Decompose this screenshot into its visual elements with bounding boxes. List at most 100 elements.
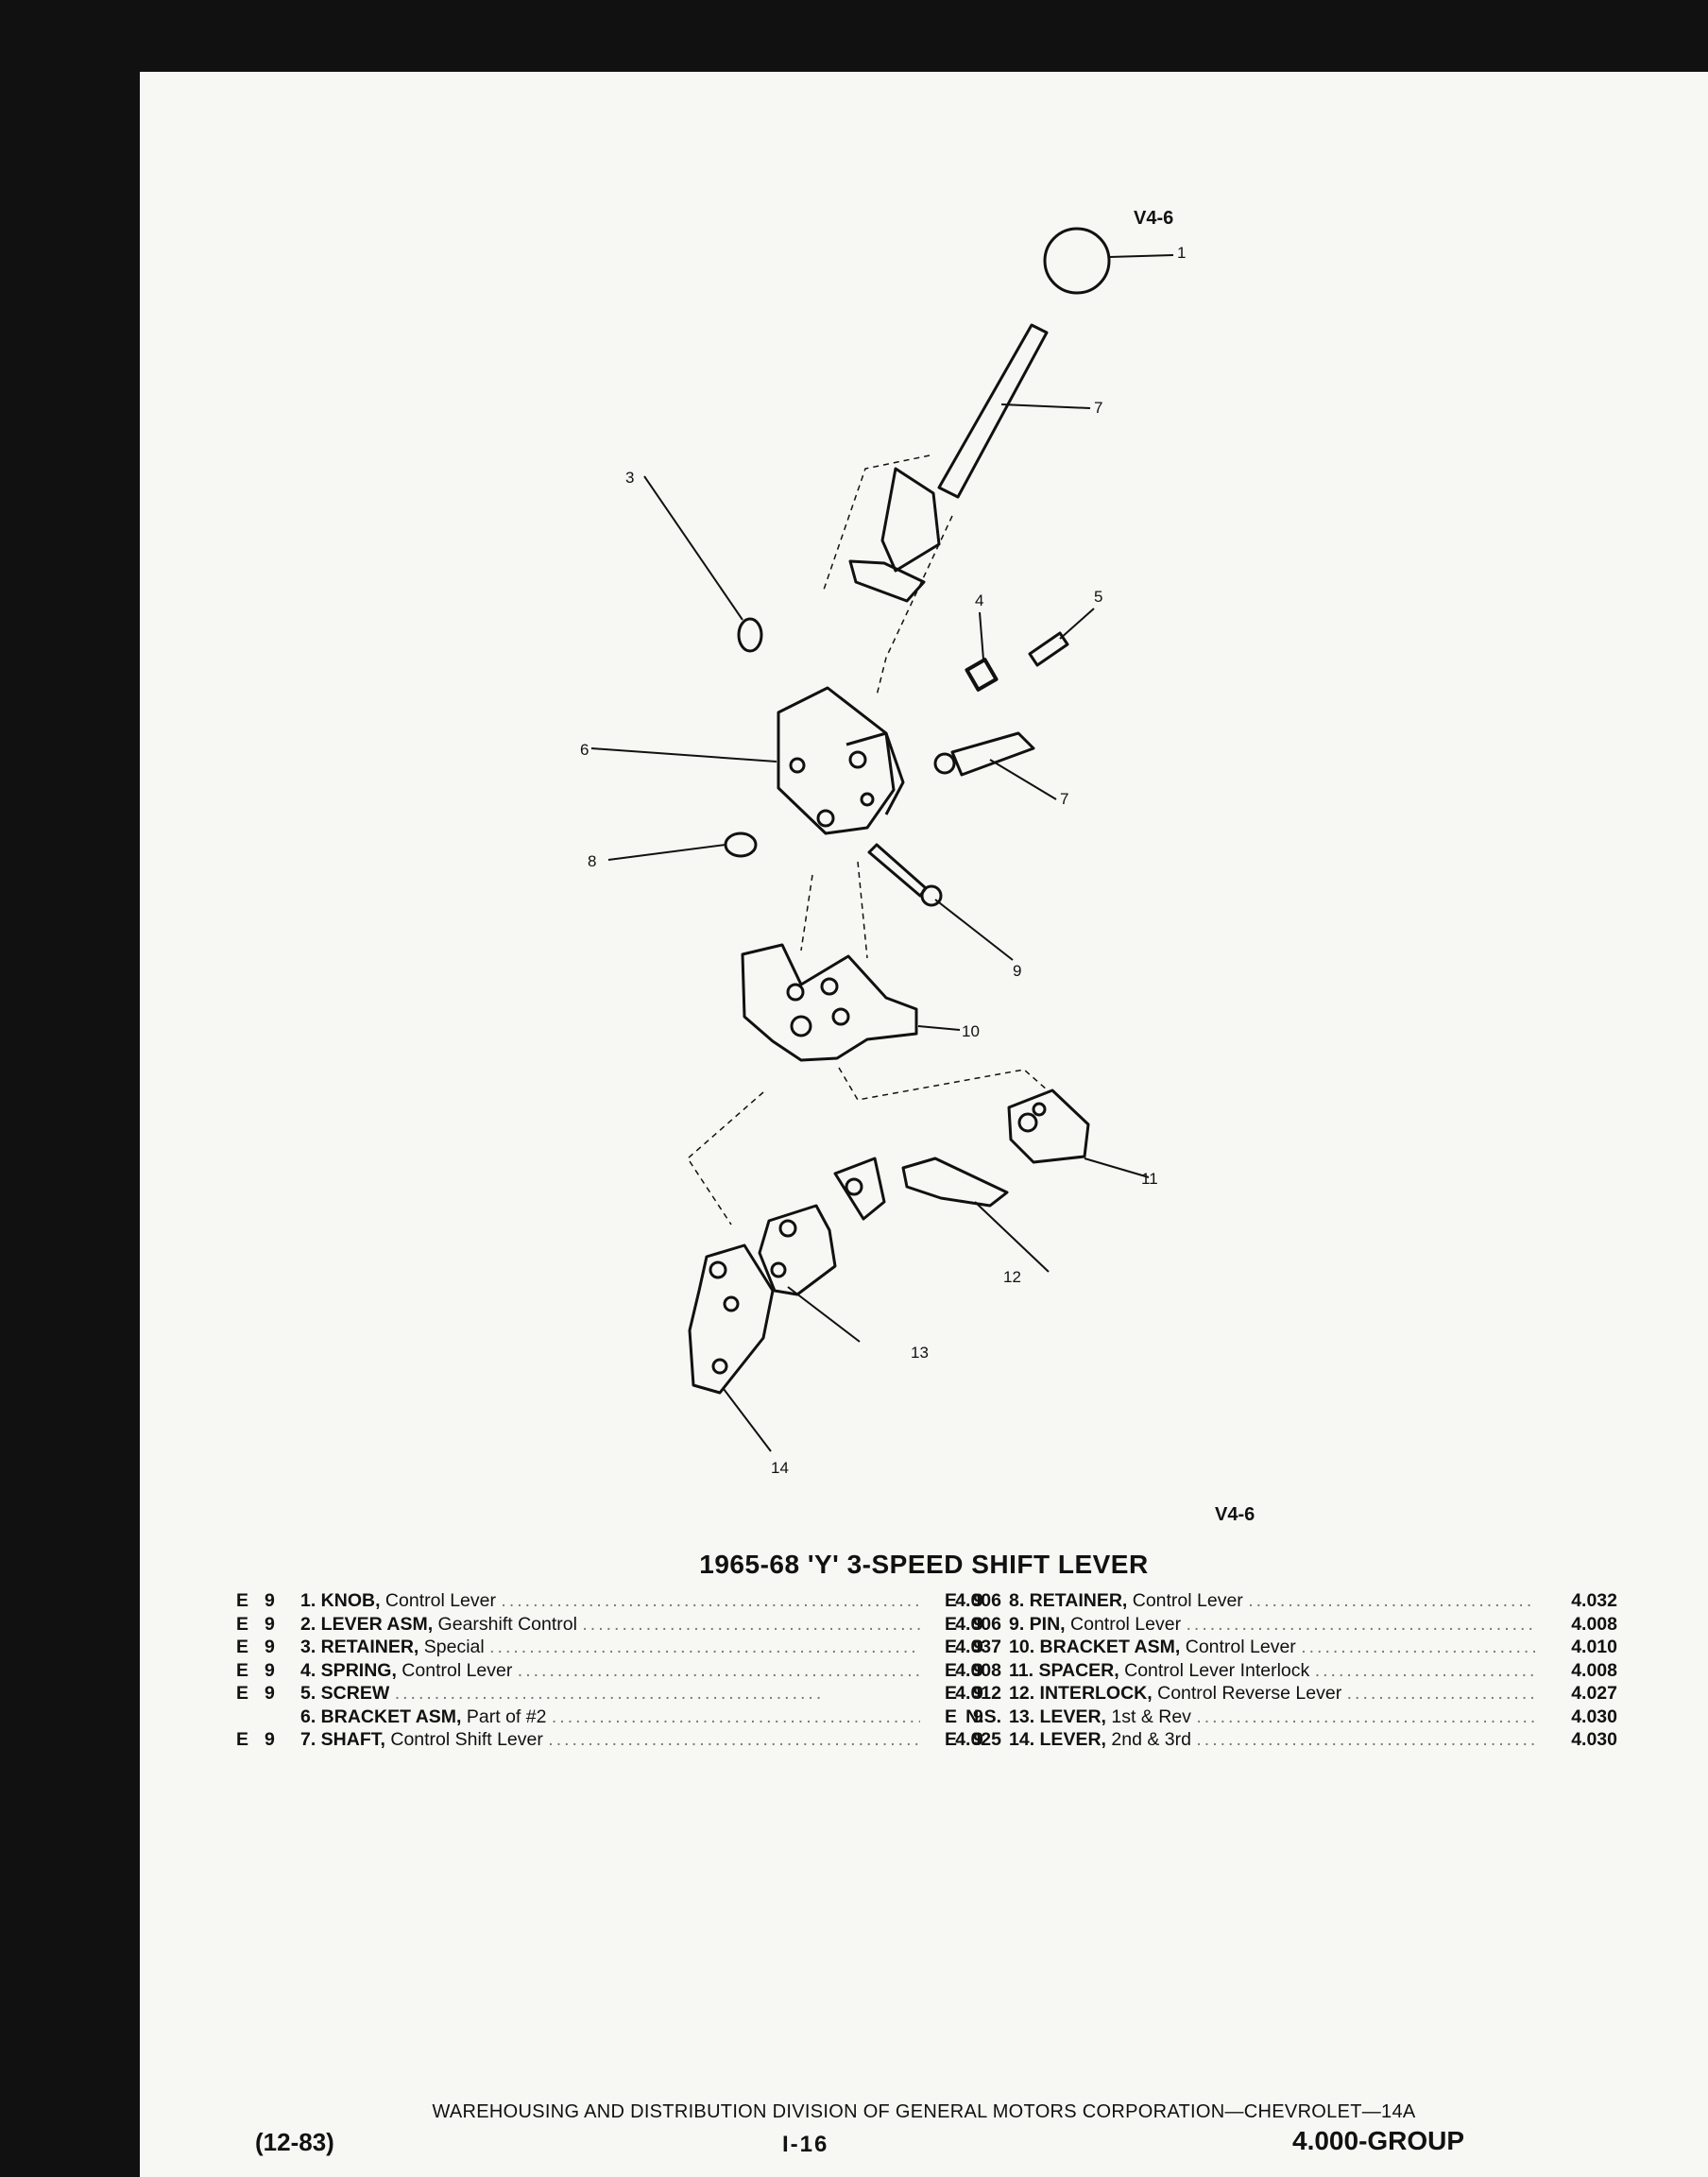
group-number: 4.025	[955, 1729, 1001, 1750]
quantity: 9	[265, 1729, 275, 1750]
section-title: 1965-68 'Y' 3-SPEED SHIFT LEVER	[699, 1550, 1149, 1579]
source-code: E	[236, 1729, 249, 1750]
part-name: 12. INTERLOCK,	[1009, 1683, 1153, 1704]
quantity: 9	[973, 1729, 983, 1750]
diagram-code-bottom: V4-6	[1215, 1504, 1255, 1525]
leader-dots: ........................................…	[1314, 1659, 1536, 1681]
part-description: 12. INTERLOCK, Control Reverse Lever ...…	[1009, 1682, 1536, 1706]
footer-division: WAREHOUSING AND DISTRIBUTION DIVISION OF…	[432, 2101, 1416, 2122]
interlock-part	[901, 1157, 1009, 1208]
screw-part	[1028, 631, 1069, 667]
quantity: 9	[265, 1613, 275, 1635]
callout-1: 1	[1177, 244, 1187, 262]
leader-dots: ........................................…	[394, 1683, 825, 1704]
group-number: N.S.	[965, 1706, 1001, 1727]
parts-row: E 9 8. RETAINER, Control Lever .........…	[945, 1589, 1617, 1613]
quantity: 9	[973, 1683, 983, 1704]
group-number: 4.030	[1571, 1706, 1617, 1727]
part-detail: 1st & Rev	[1105, 1706, 1191, 1727]
callout-7-lower: 7	[1060, 790, 1069, 808]
parts-row: E 9 5. SCREW ...........................…	[236, 1682, 1001, 1706]
leader-dots: ........................................…	[517, 1659, 920, 1681]
leader-dots: ........................................…	[548, 1729, 920, 1750]
lever-first-rev-part	[758, 1204, 837, 1296]
source-code: E	[236, 1613, 249, 1635]
diagram-code-top: V4-6	[1134, 208, 1174, 229]
callout-4: 4	[975, 591, 984, 609]
part-name: 4. SPRING,	[300, 1659, 397, 1681]
part-name: 13. LEVER,	[1009, 1706, 1106, 1727]
callout-13: 13	[911, 1344, 929, 1362]
leader-dots: ........................................…	[1346, 1683, 1536, 1704]
source-code: E	[945, 1683, 958, 1704]
lever-part	[937, 323, 1049, 499]
pin-part	[867, 843, 928, 898]
group-number: 4.008	[1571, 1659, 1617, 1681]
part-detail: Gearshift Control	[433, 1613, 577, 1635]
quantity	[265, 1706, 300, 1729]
parts-row: 6. BRACKET ASM, Part of #2 .............…	[236, 1706, 1001, 1729]
source-code: E	[945, 1637, 958, 1657]
part-name: 6. BRACKET ASM,	[300, 1706, 462, 1727]
callout-10: 10	[962, 1022, 980, 1040]
leader-dots: ........................................…	[1301, 1637, 1536, 1657]
callout-14: 14	[771, 1459, 789, 1477]
part-description: 7. SHAFT, Control Shift Lever ..........…	[300, 1728, 920, 1752]
quantity: 9	[973, 1637, 983, 1657]
quantity: 9	[265, 1590, 275, 1611]
callout-11: 11	[1141, 1170, 1158, 1188]
diagram-drawing	[590, 227, 1174, 1452]
part-name: 1. KNOB,	[300, 1590, 381, 1611]
callout-6: 6	[580, 741, 589, 759]
source-code: E	[236, 1590, 249, 1611]
parts-row: E 9 3. RETAINER, Special ...............…	[236, 1636, 1001, 1659]
part-detail: Control Lever Interlock	[1119, 1659, 1310, 1681]
source-code: E	[945, 1659, 958, 1681]
callout-3: 3	[625, 469, 635, 487]
parts-row: E 9 12. INTERLOCK, Control Reverse Lever…	[945, 1682, 1617, 1706]
part-detail: Control Shift Lever	[384, 1729, 543, 1750]
part-name: 5. SCREW	[300, 1683, 390, 1704]
quantity: 9	[265, 1659, 275, 1681]
part-description: 11. SPACER, Control Lever Interlock ....…	[1009, 1659, 1536, 1683]
source-code: E	[236, 1659, 249, 1681]
group-number: 4.010	[1571, 1637, 1617, 1657]
group-number: 4.030	[1571, 1729, 1617, 1750]
leader-dots: ........................................…	[582, 1613, 920, 1635]
source-code: E	[945, 1729, 958, 1750]
part-detail: Control Reverse Lever	[1152, 1683, 1342, 1704]
leader-dots: ........................................…	[1196, 1729, 1536, 1750]
parts-row: E 9 13. LEVER, 1st & Rev ...............…	[945, 1706, 1617, 1729]
quantity: 9	[265, 1683, 275, 1704]
leader-dots: ........................................…	[1196, 1706, 1536, 1727]
lever-second-third-part	[688, 1243, 775, 1395]
part-description: 6. BRACKET ASM, Part of #2 .............…	[300, 1706, 920, 1729]
quantity: 9	[973, 1590, 983, 1611]
retainer-clip-part	[724, 831, 758, 858]
source-code: E	[236, 1637, 249, 1657]
part-description: 14. LEVER, 2nd & 3rd ...................…	[1009, 1728, 1536, 1752]
shaft-part	[950, 731, 1035, 777]
part-detail: Part of #2	[461, 1706, 547, 1727]
parts-row: E 9 14. LEVER, 2nd & 3rd ...............…	[945, 1728, 1617, 1752]
part-detail: Special	[418, 1637, 485, 1657]
part-description: 3. RETAINER, Special ...................…	[300, 1636, 920, 1659]
leader-dots: ........................................…	[489, 1637, 919, 1657]
part-description: 4. SPRING, Control Lever ...............…	[300, 1659, 920, 1683]
part-description: 2. LEVER ASM, Gearshift Control ........…	[300, 1613, 920, 1637]
part-detail: Control Lever	[1065, 1613, 1182, 1635]
group-number: 4.012	[955, 1683, 1001, 1704]
source-code	[236, 1706, 265, 1729]
retainer-part	[737, 617, 763, 653]
spring-part	[965, 658, 999, 692]
parts-row: E 9 2. LEVER ASM, Gearshift Control ....…	[236, 1613, 1001, 1637]
footer-group: 4.000-GROUP	[1292, 2126, 1465, 2155]
part-name: 7. SHAFT,	[300, 1729, 385, 1750]
callout-7-upper: 7	[1094, 399, 1103, 417]
part-detail: Control Lever	[396, 1659, 513, 1681]
group-number: 4.006	[955, 1613, 1001, 1635]
source-code: E	[236, 1683, 249, 1704]
part-description: 5. SCREW ...............................…	[300, 1682, 920, 1706]
leader-dots: ........................................…	[1186, 1613, 1536, 1635]
parts-row: E 9 9. PIN, Control Lever ..............…	[945, 1613, 1617, 1637]
